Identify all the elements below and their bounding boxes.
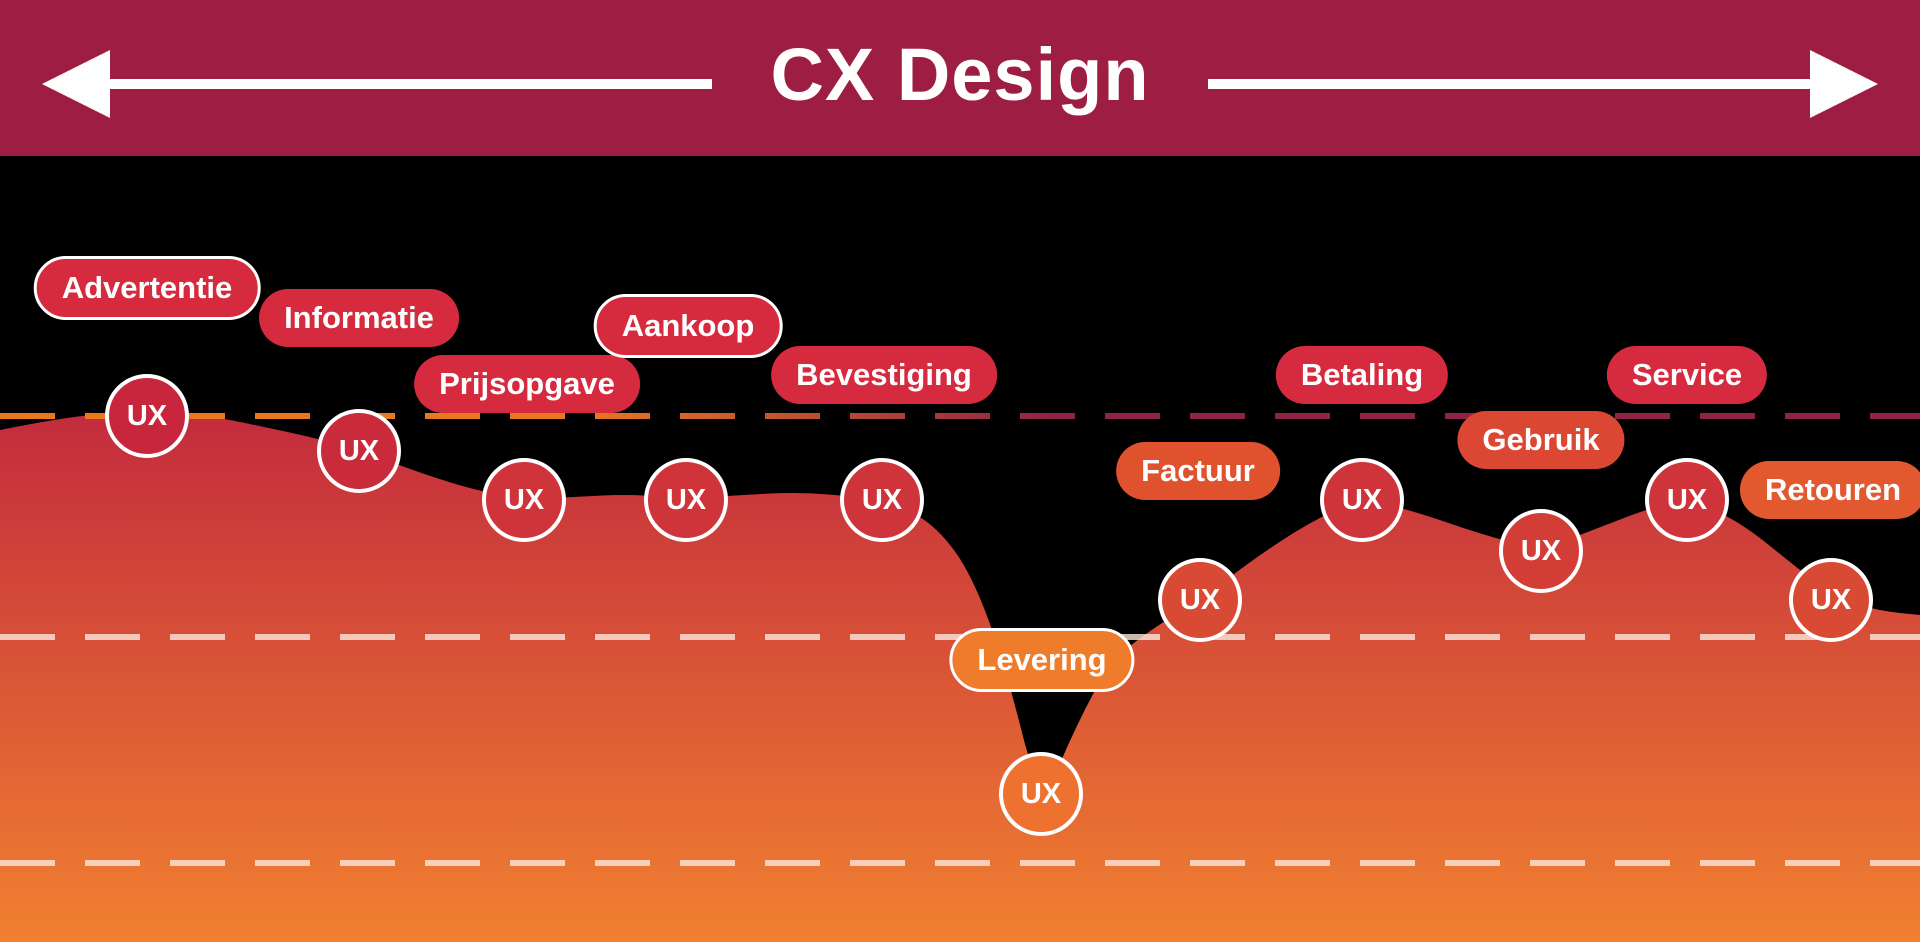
header-bar: CX Design xyxy=(0,0,1920,156)
right-arrow-icon xyxy=(1810,50,1878,118)
ux-marker: UX xyxy=(999,752,1083,836)
ux-marker: UX xyxy=(1499,509,1583,593)
ux-marker: UX xyxy=(1158,558,1242,642)
ux-marker: UX xyxy=(482,458,566,542)
stage-pill-levering: Levering xyxy=(949,628,1135,692)
ux-marker: UX xyxy=(644,458,728,542)
ux-marker: UX xyxy=(1789,558,1873,642)
guide-line xyxy=(0,413,1920,419)
left-arrow-icon xyxy=(42,50,110,118)
stage-pill-aankoop: Aankoop xyxy=(593,294,783,358)
guide-line xyxy=(0,860,1920,866)
stage-pill-retouren: Retouren xyxy=(1739,461,1920,519)
stage-pill-informatie: Informatie xyxy=(259,289,459,347)
ux-marker: UX xyxy=(1645,458,1729,542)
stage-pill-betaling: Betaling xyxy=(1275,346,1449,404)
ux-marker: UX xyxy=(317,409,401,493)
ux-marker: UX xyxy=(105,374,189,458)
header-arrows xyxy=(42,50,1878,118)
ux-marker: UX xyxy=(1320,458,1404,542)
page-title: CX Design xyxy=(770,33,1150,117)
ux-marker: UX xyxy=(840,458,924,542)
stage-pill-prijsopgave: Prijsopgave xyxy=(414,355,640,413)
stage-pill-gebruik: Gebruik xyxy=(1457,411,1625,469)
stage-pill-factuur: Factuur xyxy=(1116,442,1280,500)
stage-pill-service: Service xyxy=(1606,346,1768,404)
stage-pill-advertentie: Advertentie xyxy=(33,256,261,320)
stage-pill-bevestiging: Bevestiging xyxy=(771,346,997,404)
